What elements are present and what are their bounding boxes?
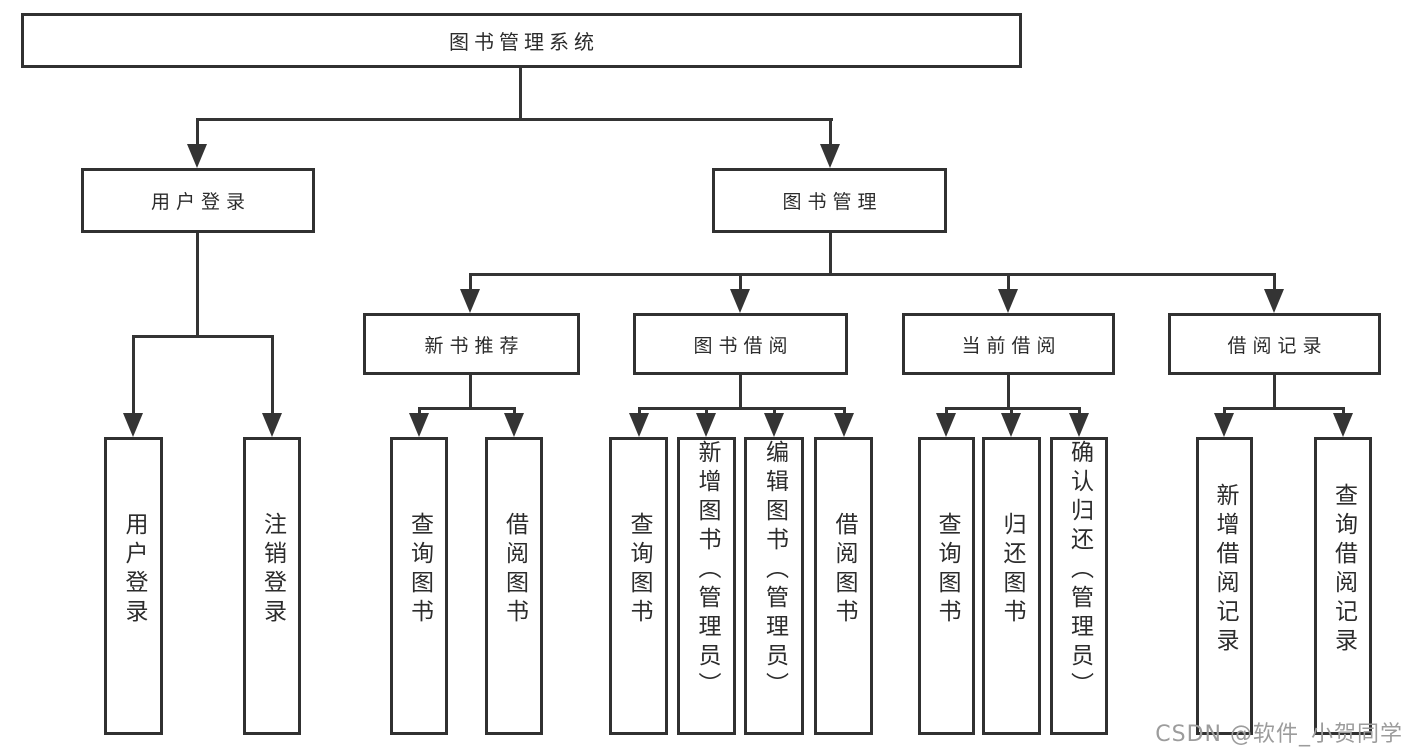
arrow-down-icon	[1214, 413, 1234, 437]
connector-user-login-branch	[132, 335, 274, 338]
leaf-add-books-admin: 新增图书（管理员）	[677, 437, 736, 735]
connector-user-login-stem	[196, 233, 199, 335]
connector-drop-leaf	[271, 335, 274, 417]
connector-borrow-record-branch	[1223, 407, 1345, 410]
arrow-down-icon	[730, 289, 750, 313]
leaf-confirm-return-admin: 确认归还（管理员）	[1050, 437, 1108, 735]
connector-drop-current-borrow	[1007, 273, 1010, 293]
leaf-query-books: 查询图书	[390, 437, 448, 735]
node-book-borrow: 图书借阅	[633, 313, 848, 375]
leaf-borrow-books: 借阅图书	[485, 437, 543, 735]
node-borrow-record: 借阅记录	[1168, 313, 1381, 375]
connector-drop-borrow-record	[1273, 273, 1276, 293]
arrow-down-icon	[1333, 413, 1353, 437]
arrow-down-icon	[629, 413, 649, 437]
arrow-down-icon	[998, 289, 1018, 313]
node-new-book-recommend: 新书推荐	[363, 313, 580, 375]
connector-level1-branch	[196, 118, 833, 121]
node-current-borrow: 当前借阅	[902, 313, 1115, 375]
arrow-down-icon	[460, 289, 480, 313]
csdn-watermark: CSDN @软件_小贺同学	[1155, 722, 1403, 747]
connector-drop-book-management	[829, 118, 832, 148]
leaf-return-books: 归还图书	[982, 437, 1041, 735]
leaf-borrow-books: 借阅图书	[814, 437, 873, 735]
arrow-down-icon	[696, 413, 716, 437]
connector-book-borrow-stem	[739, 375, 742, 409]
leaf-query-books: 查询图书	[918, 437, 975, 735]
connector-drop-user-login	[196, 118, 199, 148]
connector-drop-leaf	[132, 335, 135, 417]
arrow-down-icon	[820, 144, 840, 168]
connector-root-stem	[519, 68, 522, 118]
connector-current-borrow-branch	[945, 407, 1081, 410]
connector-level3-branch	[469, 273, 1276, 276]
connector-book-management-stem	[829, 233, 832, 275]
connector-current-borrow-stem	[1007, 375, 1010, 409]
arrow-down-icon	[834, 413, 854, 437]
arrow-down-icon	[262, 413, 282, 437]
arrow-down-icon	[764, 413, 784, 437]
node-user-login: 用户登录	[81, 168, 315, 233]
connector-new-book-branch	[418, 407, 516, 410]
arrow-down-icon	[1069, 413, 1089, 437]
node-book-management: 图书管理	[712, 168, 947, 233]
connector-borrow-record-stem	[1273, 375, 1276, 409]
connector-drop-new-book	[469, 273, 472, 293]
arrow-down-icon	[409, 413, 429, 437]
leaf-edit-books-admin: 编辑图书（管理员）	[744, 437, 804, 735]
arrow-down-icon	[123, 413, 143, 437]
leaf-user-login: 用户登录	[104, 437, 163, 735]
arrow-down-icon	[1264, 289, 1284, 313]
arrow-down-icon	[187, 144, 207, 168]
arrow-down-icon	[504, 413, 524, 437]
leaf-logout: 注销登录	[243, 437, 301, 735]
leaf-query-books: 查询图书	[609, 437, 668, 735]
arrow-down-icon	[1001, 413, 1021, 437]
connector-new-book-stem	[469, 375, 472, 409]
connector-drop-book-borrow	[739, 273, 742, 293]
connector-book-borrow-branch	[638, 407, 846, 410]
leaf-query-borrow-record: 查询借阅记录	[1314, 437, 1372, 735]
leaf-add-borrow-record: 新增借阅记录	[1196, 437, 1253, 735]
arrow-down-icon	[936, 413, 956, 437]
node-library-management-system: 图书管理系统	[21, 13, 1022, 68]
